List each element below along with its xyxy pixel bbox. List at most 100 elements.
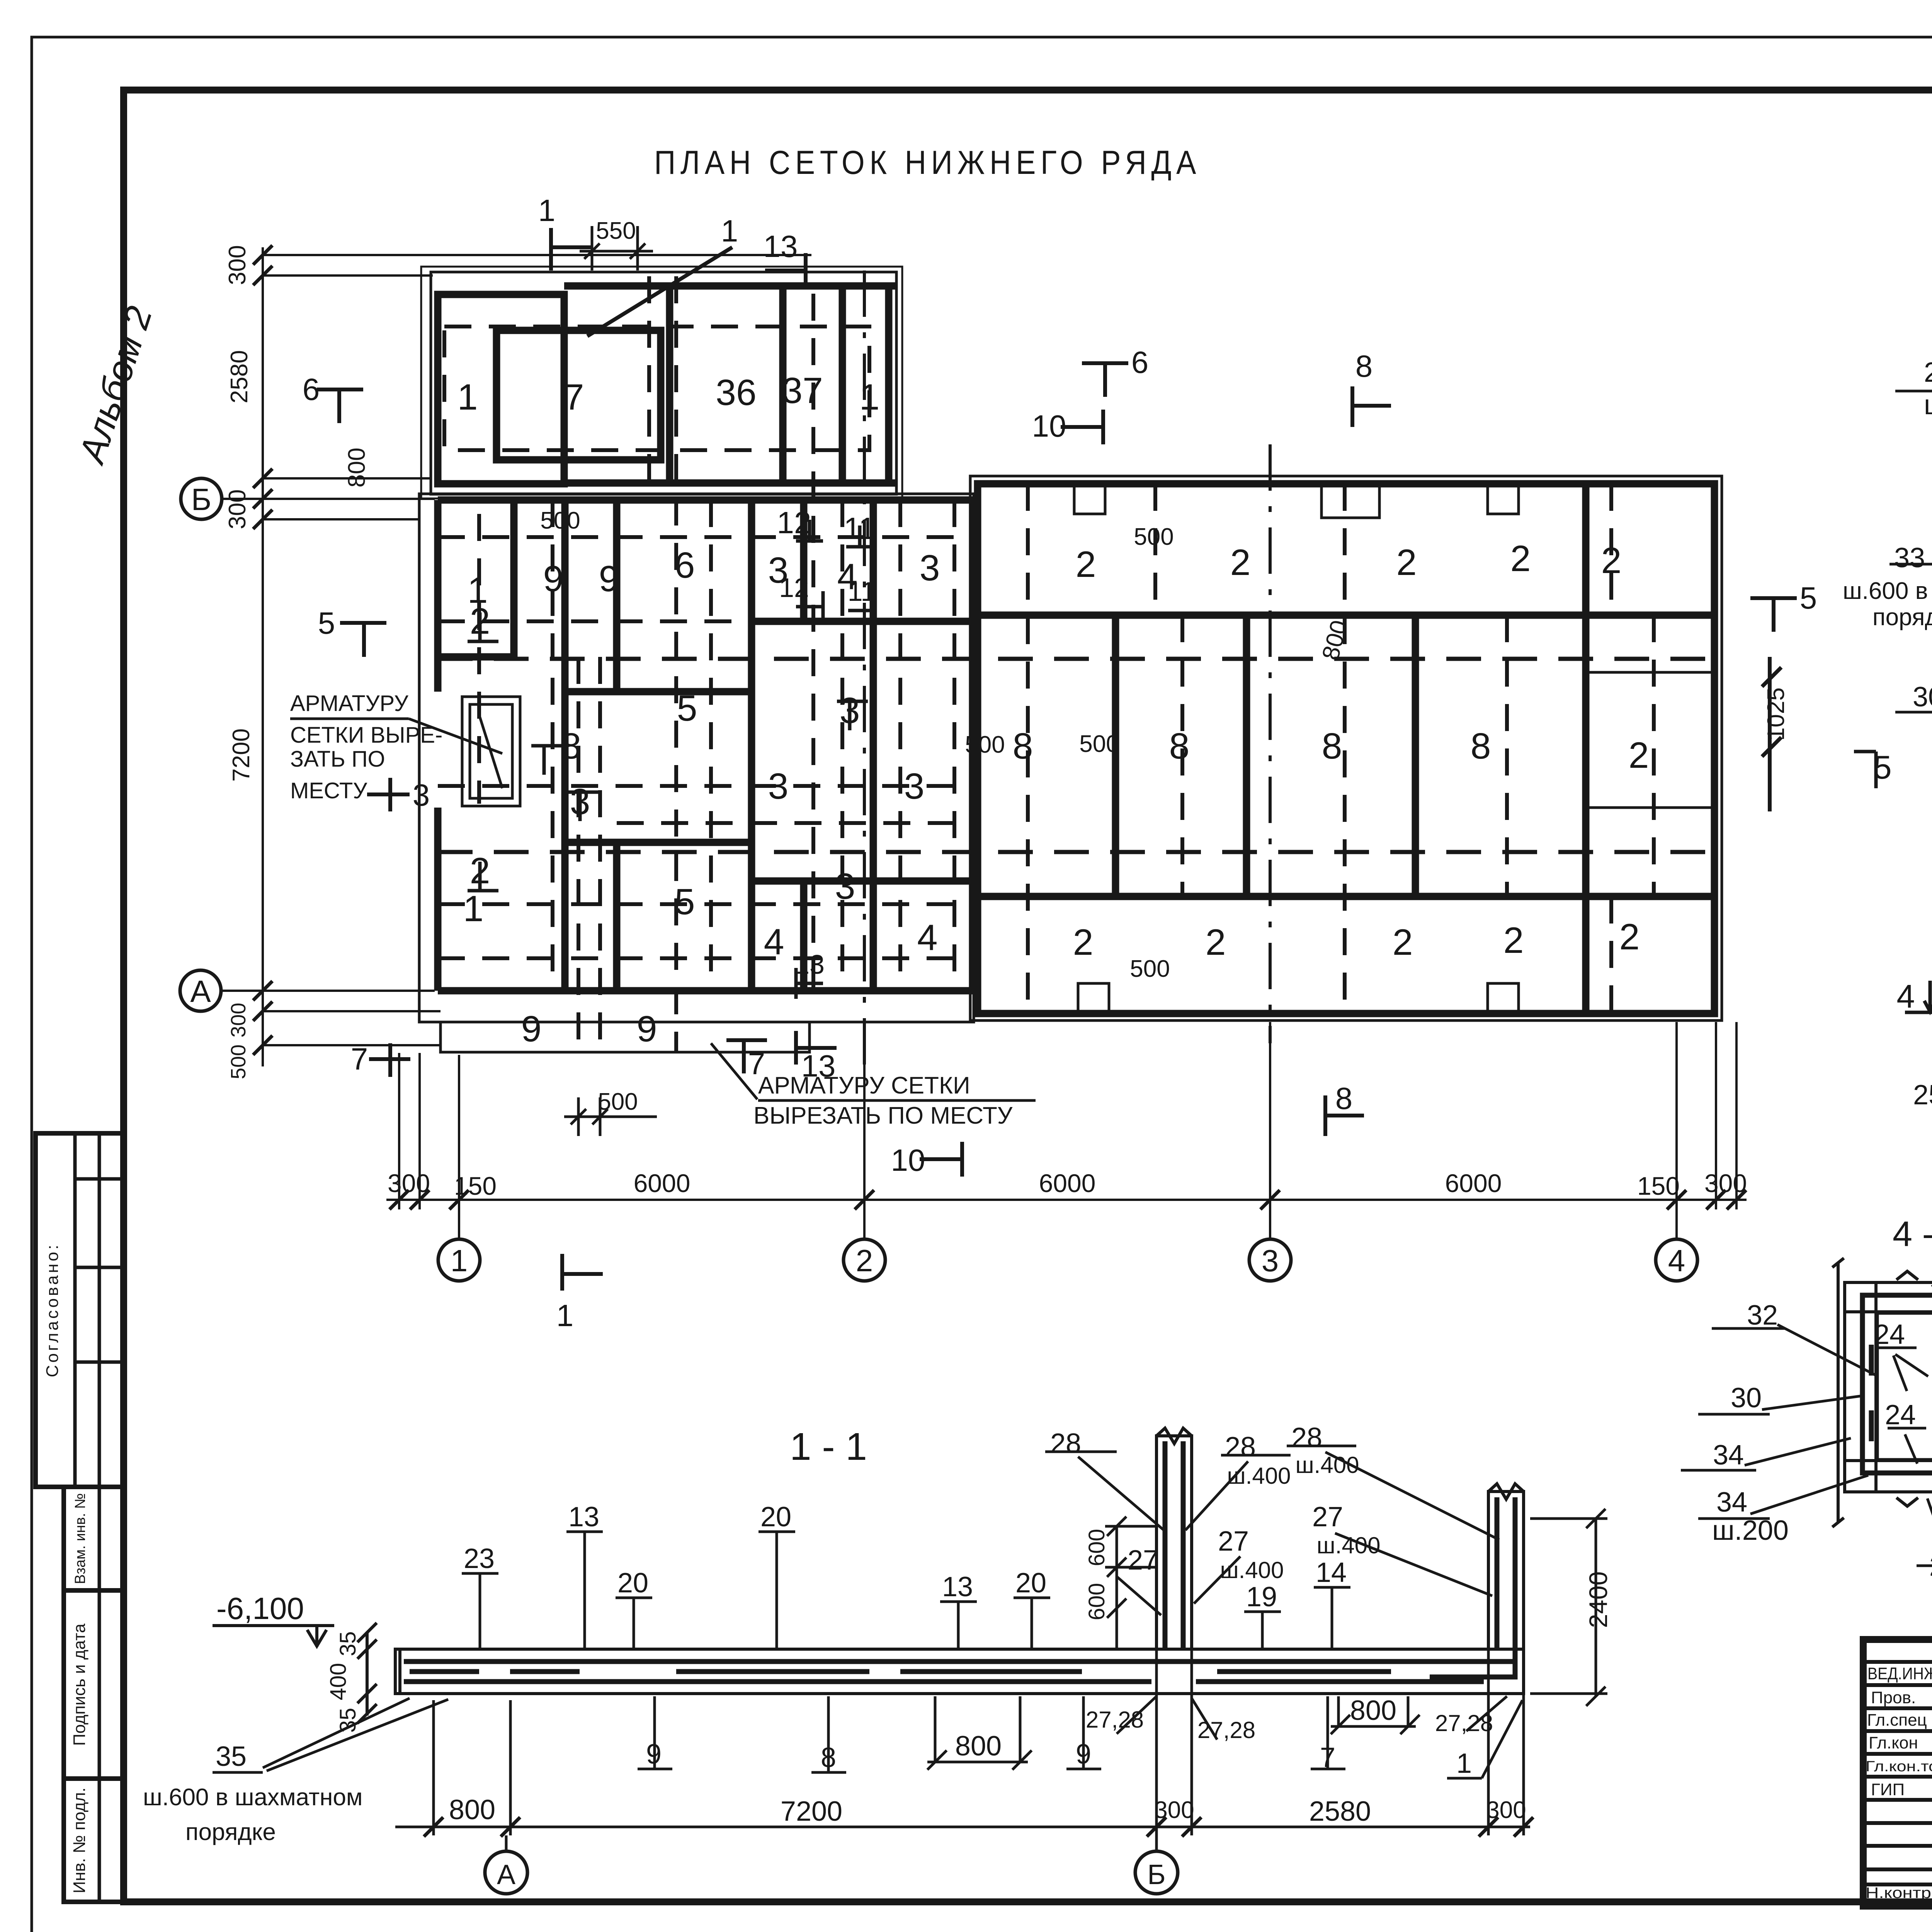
svg-text:1: 1 [468, 570, 488, 611]
svg-text:300: 300 [1486, 1797, 1526, 1823]
svg-text:2: 2 [1629, 735, 1649, 776]
svg-text:27: 27 [1312, 1502, 1343, 1532]
svg-text:7: 7 [748, 1046, 765, 1081]
svg-text:800: 800 [344, 447, 370, 487]
svg-text:800: 800 [955, 1731, 1002, 1762]
svg-text:8: 8 [1322, 726, 1342, 767]
svg-text:А: А [497, 1859, 515, 1890]
svg-text:500: 500 [1134, 524, 1173, 550]
svg-text:1: 1 [457, 377, 478, 418]
svg-text:300: 300 [224, 245, 251, 285]
svg-text:4: 4 [1896, 978, 1915, 1015]
svg-text:150: 150 [454, 1172, 497, 1200]
svg-text:АРМАТУРУ: АРМАТУРУ [290, 691, 409, 716]
svg-text:4: 4 [764, 922, 784, 963]
svg-text:ПЛАН СЕТОК НИЖНЕГО РЯДА: ПЛАН СЕТОК НИЖНЕГО РЯДА [654, 144, 1201, 181]
svg-text:8: 8 [561, 726, 582, 767]
svg-text:32: 32 [1747, 1300, 1778, 1331]
svg-text:37: 37 [782, 370, 823, 411]
svg-text:Гл.кон.то: Гл.кон.то [1866, 1759, 1932, 1775]
svg-text:2: 2 [1230, 542, 1251, 583]
svg-text:1: 1 [1456, 1748, 1472, 1779]
svg-text:Согласовано:: Согласовано: [43, 1243, 62, 1378]
svg-text:ш.600 в шахматном: ш.600 в шахматном [143, 1784, 363, 1811]
svg-text:27: 27 [1128, 1545, 1158, 1576]
svg-text:порядке: порядке [185, 1819, 276, 1845]
svg-text:1: 1 [463, 888, 484, 929]
svg-text:2: 2 [1206, 922, 1226, 963]
svg-text:7: 7 [564, 377, 584, 418]
svg-text:19: 19 [1246, 1582, 1277, 1612]
svg-text:Б: Б [191, 482, 212, 517]
svg-text:33: 33 [1894, 543, 1925, 573]
svg-text:5: 5 [675, 881, 695, 922]
svg-text:6000: 6000 [634, 1169, 690, 1197]
svg-text:А: А [190, 974, 211, 1009]
svg-text:6: 6 [303, 372, 320, 406]
svg-text:12: 12 [777, 505, 811, 540]
svg-text:4: 4 [917, 917, 938, 958]
svg-text:14: 14 [1316, 1557, 1347, 1588]
svg-text:Взам. инв. №: Взам. инв. № [72, 1493, 88, 1584]
svg-text:28: 28 [1225, 1432, 1256, 1463]
svg-text:10: 10 [891, 1143, 925, 1177]
svg-text:2: 2 [1393, 922, 1413, 963]
svg-text:13: 13 [764, 229, 798, 264]
svg-text:300: 300 [227, 1003, 250, 1037]
svg-text:2: 2 [1396, 542, 1417, 583]
svg-text:7200: 7200 [228, 728, 255, 782]
svg-text:1 - 1: 1 - 1 [790, 1425, 867, 1468]
svg-text:2: 2 [856, 1243, 873, 1278]
svg-text:2: 2 [1073, 922, 1094, 963]
svg-text:ш.200: ш.200 [1924, 389, 1932, 420]
svg-text:11: 11 [848, 577, 876, 607]
svg-text:150: 150 [1637, 1172, 1680, 1200]
svg-text:7: 7 [351, 1042, 368, 1076]
svg-text:2400: 2400 [1584, 1571, 1612, 1628]
svg-text:МЕСТУ: МЕСТУ [290, 778, 367, 803]
svg-text:27,28: 27,28 [1086, 1707, 1144, 1733]
svg-text:6000: 6000 [1445, 1169, 1502, 1197]
svg-text:400: 400 [326, 1663, 351, 1701]
svg-text:Пров.: Пров. [1871, 1688, 1916, 1707]
svg-text:5: 5 [318, 606, 335, 640]
svg-text:2: 2 [1619, 917, 1640, 957]
svg-text:5: 5 [677, 688, 697, 729]
svg-text:Инв. № подл.: Инв. № подл. [70, 1787, 89, 1893]
svg-text:800: 800 [1350, 1695, 1396, 1726]
svg-text:8: 8 [1013, 726, 1033, 767]
svg-text:3: 3 [920, 548, 940, 588]
svg-text:8: 8 [1471, 726, 1491, 767]
svg-text:35: 35 [216, 1741, 247, 1772]
svg-text:27,28: 27,28 [1197, 1717, 1255, 1743]
svg-text:4 - 4: 4 - 4 [1893, 1214, 1932, 1254]
svg-text:2: 2 [1076, 544, 1096, 585]
svg-text:9: 9 [543, 558, 564, 599]
svg-text:1025: 1025 [1763, 687, 1789, 741]
svg-text:8: 8 [1355, 349, 1373, 383]
svg-text:ш.200: ш.200 [1712, 1515, 1789, 1546]
svg-text:2: 2 [1510, 538, 1531, 579]
svg-text:24: 24 [1874, 1319, 1905, 1350]
svg-text:9: 9 [521, 1009, 542, 1049]
svg-text:ш.600 в шахматном: ш.600 в шахматном [1843, 578, 1932, 604]
svg-text:8: 8 [1169, 726, 1190, 767]
svg-text:2: 2 [1601, 540, 1622, 581]
svg-text:1: 1 [721, 214, 738, 248]
svg-text:24: 24 [1885, 1400, 1916, 1430]
svg-text:28: 28 [1291, 1422, 1322, 1453]
svg-text:5: 5 [1800, 581, 1817, 615]
svg-text:ЗАТЬ ПО: ЗАТЬ ПО [290, 747, 385, 772]
svg-text:5: 5 [1873, 749, 1891, 786]
svg-text:36: 36 [716, 372, 757, 413]
svg-text:-6,100: -6,100 [216, 1591, 304, 1626]
svg-text:1: 1 [451, 1243, 468, 1278]
svg-text:ш.400: ш.400 [1220, 1557, 1284, 1583]
svg-text:Подпись и дата: Подпись и дата [70, 1623, 89, 1746]
svg-text:ВЕД.ИНЖ: ВЕД.ИНЖ [1867, 1664, 1932, 1683]
svg-text:34: 34 [1713, 1440, 1744, 1471]
svg-text:500: 500 [540, 507, 580, 534]
svg-text:500: 500 [965, 731, 1005, 758]
svg-text:ш.400: ш.400 [1296, 1452, 1359, 1478]
svg-text:1: 1 [538, 193, 556, 228]
